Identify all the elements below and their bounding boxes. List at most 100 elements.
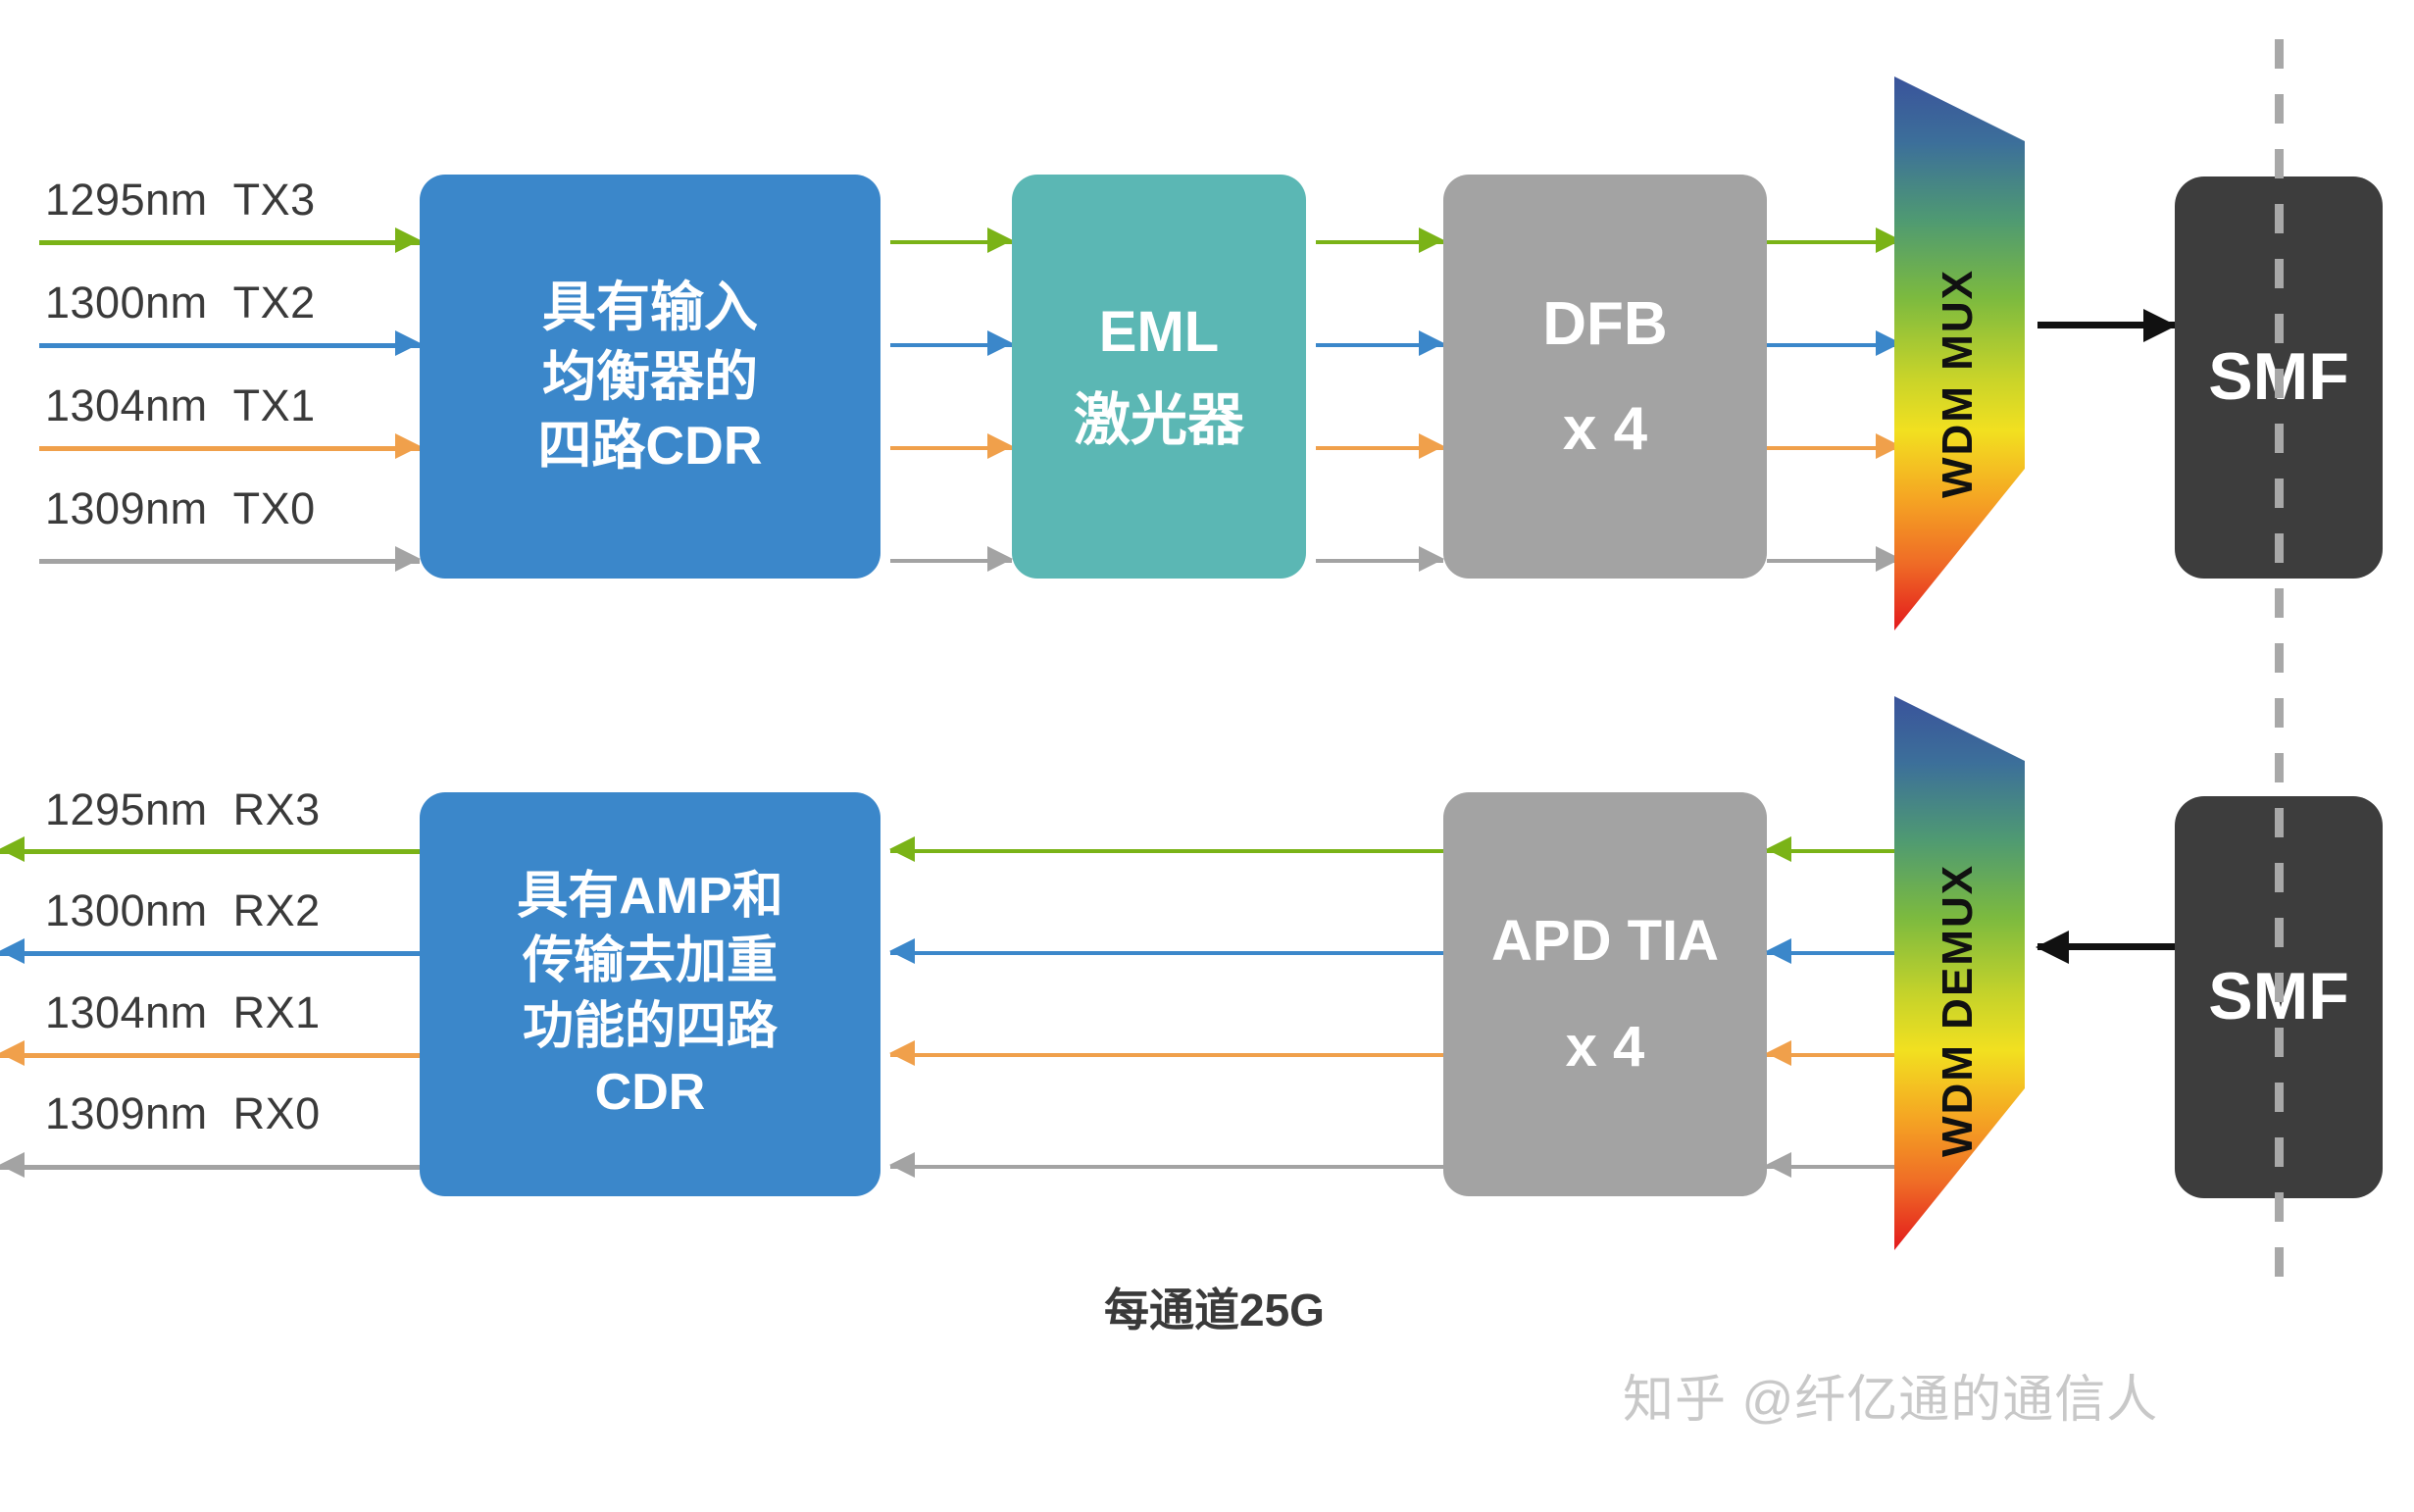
tx-wire-in-3-shaft: [39, 240, 420, 245]
tx-wire-cdr-eml-1-arrow-icon: [987, 433, 1013, 459]
rx-wavelength-1: 1304nm: [45, 987, 208, 1037]
tx-port-2: TX2: [232, 277, 316, 328]
rx-wire-demux-apd-3-shaft: [1767, 849, 1900, 853]
rx-wdm-demux-label: WDM DEMUX: [1934, 863, 1982, 1157]
tx-wire-cdr-eml-0-shaft: [890, 559, 1012, 563]
tx-wire-dfb-mux-2-shaft: [1767, 343, 1900, 347]
tx-dfb-line-1: x 4: [1562, 395, 1648, 463]
rx-apd-line-0: APD TIA: [1491, 908, 1719, 973]
tx-wire-in-1-shaft: [39, 446, 420, 451]
rx-channel-label-2: 1300nm RX2: [45, 885, 321, 936]
rx-wire-apd-cdr-3-shaft: [890, 849, 1443, 853]
rx-wire-demux-apd-0-shaft: [1767, 1165, 1900, 1169]
rx-wire-apd-cdr-2-arrow-icon: [889, 938, 915, 964]
tx-wire-eml-dfb-3-shaft: [1316, 240, 1443, 244]
tx-wire-cdr-eml-3-arrow-icon: [987, 227, 1013, 253]
rx-wire-apd-cdr-1-shaft: [890, 1053, 1443, 1057]
tx-wire-dfb-mux-3-shaft: [1767, 240, 1900, 244]
rx-black-arrow-head-icon: [2036, 930, 2069, 964]
tx-wire-cdr-eml-2-shaft: [890, 343, 1012, 347]
rx-cdr-box[interactable]: 具有AMP和 传输去加重 功能的四路 CDR: [420, 792, 880, 1196]
tx-port-1: TX1: [232, 380, 316, 430]
tx-wire-eml-dfb-2-shaft: [1316, 343, 1443, 347]
fiber-link-dashed-line: [2275, 39, 2284, 1285]
rx-wavelength-3: 1295nm: [45, 784, 208, 834]
tx-wire-in-0-arrow-icon: [395, 546, 421, 572]
rx-wire-apd-cdr-0-arrow-icon: [889, 1152, 915, 1178]
rx-wdm-demux[interactable]: WDM DEMUX: [1894, 677, 2032, 1265]
tx-wire-eml-dfb-0-arrow-icon: [1419, 546, 1444, 572]
rx-wire-demux-apd-2-arrow-icon: [1766, 938, 1791, 964]
tx-wire-in-0-shaft: [39, 559, 420, 564]
tx-black-arrow-head-icon: [2143, 308, 2177, 342]
rx-cdr-line-0: 具有AMP和: [517, 867, 783, 925]
tx-wire-dfb-mux-0-shaft: [1767, 559, 1900, 563]
rx-port-1: RX1: [232, 987, 321, 1037]
rx-wire-demux-apd-1-shaft: [1767, 1053, 1900, 1057]
tx-channel-label-1: 1304nm TX1: [45, 380, 316, 431]
rx-wire-demux-apd-1-arrow-icon: [1766, 1040, 1791, 1066]
rx-wire-demux-apd-2-shaft: [1767, 951, 1900, 955]
tx-wire-eml-dfb-3-arrow-icon: [1419, 227, 1444, 253]
rx-port-0: RX0: [232, 1088, 321, 1138]
rx-wire-out-2-shaft: [0, 951, 420, 956]
tx-dfb-box[interactable]: DFB x 4: [1443, 175, 1767, 579]
tx-wavelength-2: 1300nm: [45, 277, 208, 328]
rx-black-arrow-shaft: [2037, 943, 2175, 950]
tx-cdr-line-1: 均衡器的: [541, 345, 758, 407]
rx-wavelength-2: 1300nm: [45, 885, 208, 935]
tx-wire-in-3-arrow-icon: [395, 227, 421, 253]
tx-wavelength-0: 1309nm: [45, 483, 208, 533]
tx-black-arrow-to-smf: [2037, 308, 2177, 342]
tx-wire-eml-dfb-1-arrow-icon: [1419, 433, 1444, 459]
tx-wavelength-1: 1304nm: [45, 380, 208, 430]
rx-wire-out-2-arrow-icon: [0, 938, 25, 964]
rx-cdr-line-1: 传输去加重: [522, 932, 778, 990]
rx-wire-apd-cdr-2-shaft: [890, 951, 1443, 955]
tx-eml-line-0: EML: [1098, 299, 1220, 364]
rx-wire-out-3-arrow-icon: [0, 836, 25, 862]
tx-channel-label-0: 1309nm TX0: [45, 483, 316, 534]
rx-wire-out-3-shaft: [0, 849, 420, 854]
tx-dfb-line-0: DFB: [1542, 289, 1668, 358]
tx-wire-eml-dfb-1-shaft: [1316, 446, 1443, 450]
tx-eml-line-1: 激光器: [1073, 388, 1244, 452]
rx-apd-tia-box[interactable]: APD TIA x 4: [1443, 792, 1767, 1196]
tx-wire-in-1-arrow-icon: [395, 433, 421, 459]
rx-apd-line-1: x 4: [1565, 1015, 1645, 1079]
rx-cdr-line-2: 功能的四路: [522, 998, 778, 1055]
tx-channel-label-2: 1300nm TX2: [45, 277, 316, 328]
rx-wire-demux-apd-3-arrow-icon: [1766, 836, 1791, 862]
rx-wire-demux-apd-0-arrow-icon: [1766, 1152, 1791, 1178]
per-channel-rate-caption: 每通道25G: [1104, 1285, 1325, 1336]
tx-wdm-mux-shape: [1894, 76, 2025, 630]
tx-port-0: TX0: [232, 483, 316, 533]
tx-wire-in-2-arrow-icon: [395, 330, 421, 356]
rx-black-arrow-from-smf: [2036, 930, 2175, 964]
rx-port-2: RX2: [232, 885, 321, 935]
tx-eml-box[interactable]: EML 激光器: [1012, 175, 1306, 579]
tx-cdr-line-0: 具有输入: [541, 277, 758, 338]
tx-cdr-line-2: 四路CDR: [537, 415, 763, 477]
rx-wire-out-1-shaft: [0, 1053, 420, 1058]
tx-wdm-mux-label: WDM MUX: [1934, 269, 1982, 498]
rx-wire-apd-cdr-0-shaft: [890, 1165, 1443, 1169]
tx-wire-cdr-eml-1-shaft: [890, 446, 1012, 450]
tx-wire-cdr-eml-2-arrow-icon: [987, 330, 1013, 356]
rx-channel-label-1: 1304nm RX1: [45, 987, 321, 1038]
tx-cdr-box[interactable]: 具有输入 均衡器的 四路CDR: [420, 175, 880, 579]
rx-wire-out-0-shaft: [0, 1165, 420, 1170]
rx-port-3: RX3: [232, 784, 321, 834]
rx-wire-apd-cdr-3-arrow-icon: [889, 836, 915, 862]
tx-wire-dfb-mux-1-shaft: [1767, 446, 1900, 450]
rx-wdm-demux-shape: [1894, 696, 2025, 1250]
tx-wire-in-2-shaft: [39, 343, 420, 348]
tx-wire-eml-dfb-0-shaft: [1316, 559, 1443, 563]
tx-black-arrow-shaft: [2037, 322, 2175, 328]
rx-wire-out-1-arrow-icon: [0, 1040, 25, 1066]
tx-wdm-mux[interactable]: WDM MUX: [1894, 57, 2032, 645]
rx-wire-out-0-arrow-icon: [0, 1152, 25, 1178]
tx-wavelength-3: 1295nm: [45, 175, 208, 225]
rx-channel-label-3: 1295nm RX3: [45, 784, 321, 835]
